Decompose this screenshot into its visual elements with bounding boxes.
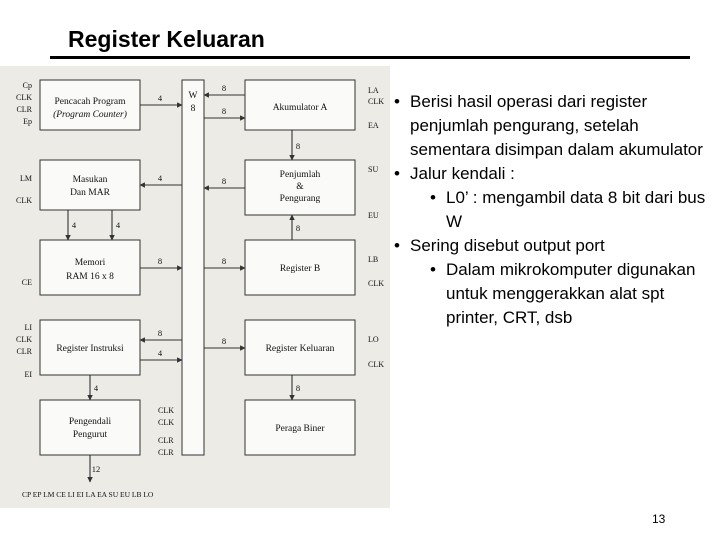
sig-mar-clk: CLK bbox=[16, 196, 32, 205]
width-ram-bus: 8 bbox=[158, 256, 162, 266]
sig-ctrl-clr-2: CLR bbox=[158, 448, 174, 457]
sig-regb-lb: LB bbox=[368, 255, 378, 264]
mar-label-2: Dan MAR bbox=[70, 188, 111, 198]
accumulator-block bbox=[244, 79, 356, 131]
w-bus bbox=[181, 79, 205, 456]
sig-adder-eu: EU bbox=[368, 211, 379, 220]
sig-ctrl-clk-1: CLK bbox=[158, 406, 174, 415]
width-ir-control: 4 bbox=[94, 383, 99, 393]
slide-title: Register Keluaran bbox=[68, 26, 265, 52]
control-label-1: Pengendali bbox=[69, 417, 112, 427]
sig-ir-li: LI bbox=[24, 323, 32, 332]
bullet-marker: • bbox=[430, 260, 436, 279]
sig-ram-ce: CE bbox=[22, 278, 32, 287]
regb-label: Register B bbox=[280, 264, 320, 274]
sig-mar-lm: LM bbox=[20, 174, 32, 183]
title-underline bbox=[50, 56, 690, 59]
ram-label-1: Memori bbox=[75, 258, 106, 268]
program-counter-block bbox=[39, 79, 141, 131]
ram-block bbox=[39, 239, 141, 296]
bullet-marker: • bbox=[394, 236, 400, 255]
bullet-text: L0’ : mengambil data 8 bit dari bus W bbox=[446, 188, 706, 231]
width-ir-bus: 4 bbox=[158, 348, 163, 358]
sig-ir-clk: CLK bbox=[16, 335, 32, 344]
bullet-marker: • bbox=[394, 164, 400, 183]
sig-pc-clk: CLK bbox=[16, 93, 32, 102]
width-bus-ir: 8 bbox=[158, 328, 162, 338]
width-acc-bus-b: 8 bbox=[222, 106, 226, 116]
bullet-list: • Berisi hasil operasi dari register pen… bbox=[392, 90, 712, 330]
width-pc-bus: 4 bbox=[158, 93, 163, 103]
adder-label-1: Penjumlah bbox=[280, 170, 321, 180]
sig-pc-clr: CLR bbox=[16, 105, 32, 114]
sig-ctrl-clr-1: CLR bbox=[158, 436, 174, 445]
bus-label-w: W bbox=[189, 91, 198, 101]
ir-label: Register Instruksi bbox=[56, 344, 124, 354]
display-label: Peraga Biner bbox=[275, 424, 325, 434]
sig-pc-ep: Ep bbox=[23, 117, 32, 126]
bullet-text: Dalam mikrokomputer digunakan untuk meng… bbox=[446, 260, 696, 327]
sig-acc-clk: CLK bbox=[368, 97, 384, 106]
width-mar-ram-a: 4 bbox=[72, 220, 77, 230]
width-acc-adder: 8 bbox=[296, 141, 300, 151]
sub-bullet-item: • Dalam mikrokomputer digunakan untuk me… bbox=[392, 258, 712, 330]
sig-ir-clr: CLR bbox=[16, 347, 32, 356]
width-acc-bus-a: 8 bbox=[222, 83, 226, 93]
sig-ir-ei: EI bbox=[24, 370, 32, 379]
sub-bullet-item: • L0’ : mengambil data 8 bit dari bus W bbox=[392, 186, 712, 234]
bullet-item: • Jalur kendali : bbox=[392, 162, 712, 186]
width-bus-regb: 8 bbox=[222, 256, 226, 266]
bullet-marker: • bbox=[394, 92, 400, 111]
pc-label-1: Pencacah Program bbox=[55, 97, 127, 107]
pc-label-2: (Program Counter) bbox=[53, 109, 127, 120]
control-word-signals: CP EP LM CE LI EI LA EA SU EU LB LO bbox=[22, 490, 154, 499]
instruction-register-block bbox=[39, 319, 141, 376]
mar-label-1: Masukan bbox=[73, 175, 108, 185]
sig-regb-clk: CLK bbox=[368, 279, 384, 288]
bullet-marker: • bbox=[430, 188, 436, 207]
mar-block bbox=[39, 159, 141, 211]
width-regb-adder: 8 bbox=[296, 223, 300, 233]
register-b-block bbox=[244, 239, 356, 296]
width-mar-bus: 4 bbox=[158, 173, 163, 183]
ram-label-2: RAM 16 x 8 bbox=[66, 272, 114, 282]
bullet-text: Berisi hasil operasi dari register penju… bbox=[410, 92, 703, 159]
control-label-2: Pengurut bbox=[73, 430, 108, 440]
sig-pc-cp: Cp bbox=[23, 81, 32, 90]
sig-out-clk: CLK bbox=[368, 360, 384, 369]
binary-display-block bbox=[244, 399, 356, 456]
page-number: 13 bbox=[652, 512, 666, 526]
sig-ctrl-clk-2: CLK bbox=[158, 418, 174, 427]
sig-acc-ea: EA bbox=[368, 121, 379, 130]
out-label: Register Keluaran bbox=[266, 344, 335, 354]
bullet-text: Jalur kendali : bbox=[410, 164, 515, 183]
output-register-block bbox=[244, 319, 356, 376]
controller-block bbox=[39, 399, 141, 456]
bullet-item: • Sering disebut output port bbox=[392, 234, 712, 258]
width-adder-bus: 8 bbox=[222, 176, 226, 186]
width-mar-ram-b: 4 bbox=[116, 220, 121, 230]
adder-label-3: Pengurang bbox=[280, 194, 321, 204]
bullet-text: Sering disebut output port bbox=[410, 236, 605, 255]
bullet-item: • Berisi hasil operasi dari register pen… bbox=[392, 90, 712, 162]
width-bus-out: 8 bbox=[222, 336, 226, 346]
width-out-display: 8 bbox=[296, 383, 300, 393]
adder-label-2: & bbox=[296, 182, 304, 192]
adder-subtracter-block bbox=[244, 159, 356, 216]
acc-label: Akumulator A bbox=[273, 103, 328, 113]
sig-adder-su: SU bbox=[368, 165, 378, 174]
width-control-word: 12 bbox=[92, 464, 101, 474]
bus-label-width: 8 bbox=[191, 104, 196, 114]
sig-acc-la: LA bbox=[368, 86, 379, 95]
sap1-block-diagram: Pencacah Program (Program Counter) Masuk… bbox=[0, 66, 390, 508]
sig-out-lo: LO bbox=[368, 335, 379, 344]
